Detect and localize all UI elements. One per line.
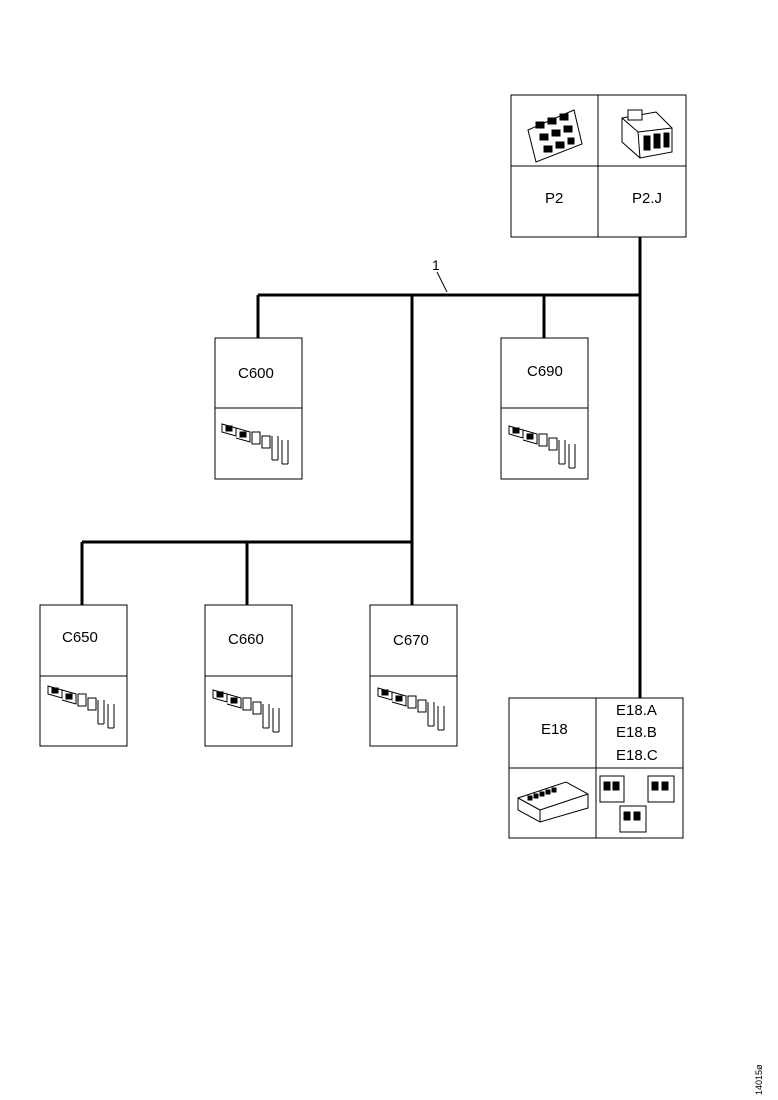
label-e18c: E18.C — [616, 747, 658, 764]
connector-box-c690[interactable]: C690 — [500, 337, 589, 480]
wire-number-label: 1 — [432, 257, 440, 273]
label-c650: C650 — [62, 629, 98, 646]
connector-box-c660[interactable]: C660 — [204, 604, 293, 747]
label-c690: C690 — [527, 363, 563, 380]
multipin-connector-icon — [621, 109, 673, 159]
label-c660: C660 — [228, 631, 264, 648]
label-p2j: P2.J — [632, 190, 662, 207]
label-e18b: E18.B — [616, 724, 657, 741]
terminal-icon — [508, 425, 576, 469]
wire-callout: 1 — [432, 257, 448, 293]
control-unit-icon — [517, 781, 589, 823]
label-e18a: E18.A — [616, 702, 657, 719]
figure-reference-number: 14015ø — [754, 1064, 764, 1095]
connector-box-c670[interactable]: C670 — [369, 604, 458, 747]
terminal-icon — [212, 689, 280, 733]
label-c600: C600 — [238, 365, 274, 382]
label-c670: C670 — [393, 632, 429, 649]
terminal-icon — [221, 423, 289, 465]
connector-box-c650[interactable]: C650 — [39, 604, 128, 747]
connector-box-e18[interactable]: E18 E18.A E18.B E18.C — [508, 697, 684, 839]
plug-connectors-icon — [599, 775, 675, 833]
harness-wires — [80, 237, 642, 700]
label-e18: E18 — [541, 721, 568, 738]
connector-box-p2[interactable]: P2 P2.J — [510, 94, 687, 238]
terminal-icon — [47, 685, 115, 729]
label-p2: P2 — [545, 190, 563, 207]
ecu-board-icon — [527, 109, 583, 163]
connector-box-c600[interactable]: C600 — [214, 337, 303, 480]
terminal-icon — [377, 687, 445, 731]
